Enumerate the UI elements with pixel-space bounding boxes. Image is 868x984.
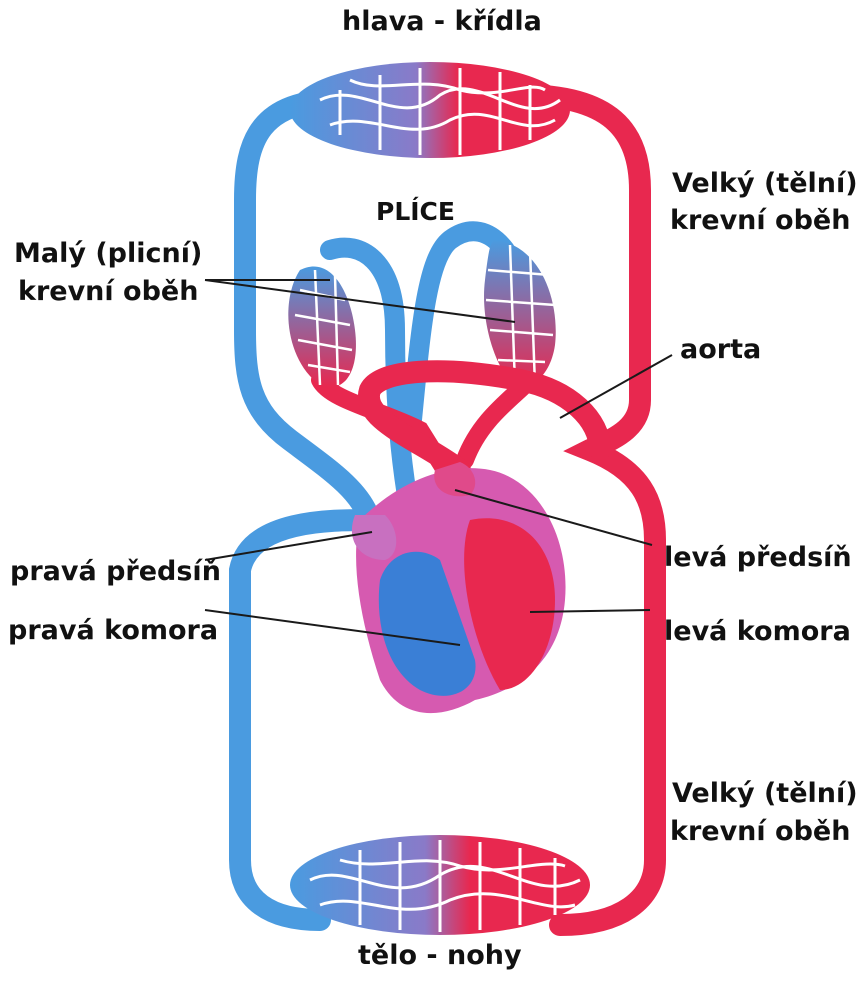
label-body: tělo - nohy <box>358 940 522 972</box>
head-capillary-bed <box>290 62 570 158</box>
label-systemic-bottom-1: Velký (tělní) <box>672 778 858 810</box>
label-head: hlava - křídla <box>342 6 542 38</box>
label-right-ventricle: pravá komora <box>8 615 218 647</box>
left-lung <box>288 266 356 387</box>
label-systemic-bottom-2: krevní oběh <box>670 816 850 848</box>
label-aorta: aorta <box>680 334 761 366</box>
label-pulmonary-2: krevní oběh <box>18 276 198 308</box>
label-left-atrium: levá předsíň <box>664 542 852 574</box>
label-left-ventricle: levá komora <box>664 616 851 648</box>
label-pulmonary-1: Malý (plicní) <box>14 238 202 270</box>
body-capillary-bed <box>290 835 590 935</box>
label-systemic-top-1: Velký (tělní) <box>672 168 858 200</box>
label-lungs: PLÍCE <box>376 196 455 228</box>
systemic-vein-left <box>240 100 370 920</box>
leader-aorta <box>560 355 672 418</box>
label-systemic-top-2: krevní oběh <box>670 205 850 237</box>
label-right-atrium: pravá předsíň <box>10 556 221 588</box>
heart <box>352 462 566 713</box>
right-lung <box>484 240 556 386</box>
